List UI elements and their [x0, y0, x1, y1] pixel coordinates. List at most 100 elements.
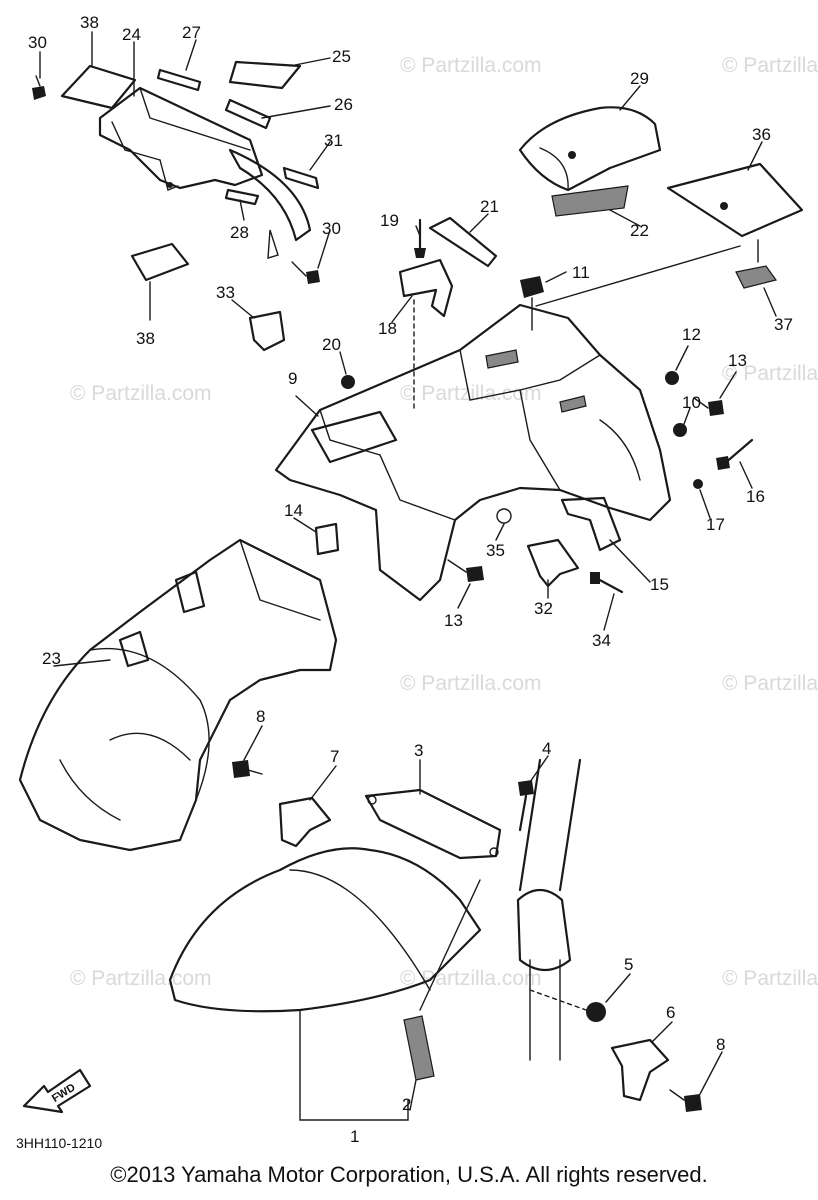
part-38-bottom — [130, 242, 190, 282]
callout-29: 29 — [630, 69, 649, 88]
watermark: © Partzilla.com — [722, 362, 818, 385]
part-35 — [496, 508, 512, 524]
callout-11: 11 — [572, 263, 590, 282]
part-24 — [98, 86, 264, 190]
callout-32: 32 — [534, 599, 553, 618]
part-32 — [526, 538, 580, 588]
callout-30: 30 — [322, 219, 341, 238]
part-27 — [156, 68, 202, 92]
rear-fender-group — [274, 216, 754, 602]
callout-19: 19 — [380, 211, 399, 230]
callout-16: 16 — [746, 487, 765, 506]
callout-4: 4 — [542, 739, 551, 758]
inner-fender-group — [18, 538, 338, 852]
callout-23: 23 — [42, 649, 61, 668]
callout-34: 34 — [592, 631, 611, 650]
callout-3: 3 — [414, 741, 423, 760]
callout-8: 8 — [716, 1035, 725, 1054]
callout-33: 33 — [216, 283, 235, 302]
part-15 — [560, 496, 622, 552]
part-17 — [693, 479, 703, 489]
part-36 — [666, 162, 804, 238]
bolt-8-right — [669, 1089, 702, 1112]
callout-28: 28 — [230, 223, 249, 242]
callout-37: 37 — [774, 315, 793, 334]
part-22 — [551, 185, 629, 217]
callout-15: 15 — [650, 575, 669, 594]
callout-6: 6 — [666, 1003, 675, 1022]
callout-27: 27 — [182, 23, 201, 42]
part-28 — [224, 188, 260, 206]
part-6 — [610, 1038, 670, 1102]
part-12 — [665, 371, 679, 385]
leader-lines — [39, 31, 777, 1111]
part-20 — [341, 375, 355, 389]
callout-25: 25 — [332, 47, 351, 66]
part-11 — [520, 276, 544, 298]
part-26 — [224, 98, 272, 130]
callout-24: 24 — [122, 25, 141, 44]
part-1 — [168, 847, 482, 1013]
watermark: © Partzilla.com — [400, 382, 542, 405]
watermark: © Partzilla.com — [722, 54, 818, 77]
watermark: © Partzilla.com — [70, 382, 212, 405]
fwd-arrow-icon: FWD — [22, 1068, 92, 1114]
callout-30: 30 — [28, 33, 47, 52]
callout-38: 38 — [80, 13, 99, 32]
part-18 — [398, 258, 454, 318]
callout-10: 10 — [682, 393, 701, 412]
copyright-notice: ©2013 Yamaha Motor Corporation, U.S.A. A… — [110, 1162, 708, 1187]
callout-18: 18 — [378, 319, 397, 338]
bolt-13-right — [693, 397, 724, 416]
bolt-16 — [716, 438, 754, 470]
callout-13: 13 — [728, 351, 747, 370]
part-31 — [282, 166, 320, 190]
seat-parts-group — [518, 106, 804, 289]
watermark: © Partzilla.com — [400, 672, 542, 695]
part-23 — [18, 538, 338, 852]
callout-7: 7 — [330, 747, 339, 766]
callout-14: 14 — [284, 501, 303, 520]
callout-13: 13 — [444, 611, 463, 630]
watermark: © Partzilla.com — [722, 967, 818, 990]
callout-17: 17 — [706, 515, 725, 534]
callout-2: 2 — [402, 1095, 411, 1114]
callout-35: 35 — [486, 541, 505, 560]
callout-1: 1 — [350, 1127, 359, 1146]
watermark: © Partzilla.com — [722, 672, 818, 695]
part-10 — [673, 423, 687, 437]
part-3 — [364, 788, 502, 860]
bolt-4 — [518, 780, 534, 832]
part-38-top — [60, 64, 137, 110]
callout-22: 22 — [630, 221, 649, 240]
front-fender-group — [168, 758, 702, 1121]
diagram-code: 3HH110-1210 — [16, 1135, 102, 1151]
bolt-8-left — [232, 760, 263, 778]
callout-9: 9 — [288, 369, 297, 388]
bolt-13-lower — [447, 559, 484, 582]
tail-bracket — [228, 148, 312, 242]
part-33 — [248, 310, 286, 352]
callout-5: 5 — [624, 955, 633, 974]
watermark: © Partzilla.com — [400, 54, 542, 77]
tail-cowl-group — [32, 60, 320, 352]
callout-labels: 30 38 24 27 25 26 31 28 30 38 33 29 22 3… — [28, 13, 793, 1146]
part-29 — [518, 106, 662, 192]
bolt-30-top — [32, 75, 46, 100]
callout-26: 26 — [334, 95, 353, 114]
bolt-30-mid — [291, 261, 320, 284]
callout-21: 21 — [480, 197, 499, 216]
callout-38: 38 — [136, 329, 155, 348]
callout-8: 8 — [256, 707, 265, 726]
watermark-layer: © Partzilla.com © Partzilla.com © Partzi… — [70, 54, 818, 990]
watermark: © Partzilla.com — [70, 967, 212, 990]
part-7 — [278, 796, 332, 848]
part-37 — [735, 265, 778, 289]
screw-34 — [590, 572, 624, 594]
part-21 — [428, 216, 498, 268]
watermark: © Partzilla.com — [400, 967, 542, 990]
callout-36: 36 — [752, 125, 771, 144]
part-2 — [403, 1015, 435, 1081]
callout-20: 20 — [322, 335, 341, 354]
